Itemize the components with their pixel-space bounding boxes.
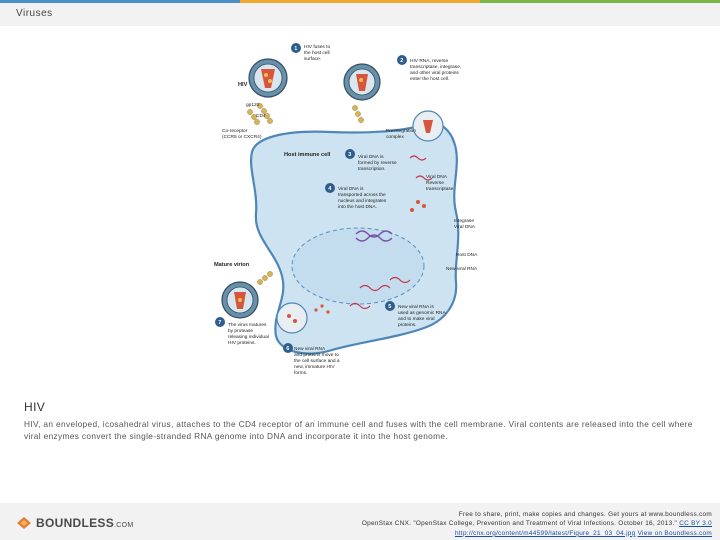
label-reverse-transcriptase: Reverse transcriptase xyxy=(426,180,454,192)
label-coreceptor: Co-receptor (CCR5 or CXCR4) xyxy=(222,128,262,140)
step-marker-1: 1 xyxy=(291,43,301,53)
label-host-cell: Host immune cell xyxy=(284,152,331,158)
footer-bar xyxy=(0,503,720,540)
step-1-text: HIV fuses to the host cell surface. xyxy=(304,44,331,62)
hiv-virion-fusing xyxy=(412,110,444,142)
viral-rna-strands xyxy=(349,155,433,310)
source-url-link[interactable]: http://cnx.org/content/m44599/latest/Fig… xyxy=(454,529,636,537)
page-title: Viruses xyxy=(16,8,53,19)
hiv-virion-2 xyxy=(343,63,381,101)
caption-text: HIV, an enveloped, icosahedral virus, at… xyxy=(24,419,693,442)
svg-text:7: 7 xyxy=(218,320,221,326)
svg-text:4: 4 xyxy=(328,186,332,192)
accent-stripe-orange xyxy=(240,0,480,3)
step-marker-4: 4 xyxy=(325,183,335,193)
attribution-line-3: http://cnx.org/content/m44599/latest/Fig… xyxy=(292,529,712,538)
host-dna xyxy=(355,230,393,242)
attribution: Free to share, print, make copies and ch… xyxy=(292,510,712,538)
accent-stripe-green xyxy=(480,0,720,3)
label-preintegration: Preintegration complex xyxy=(386,128,417,140)
label-viral-dna: Viral DNA xyxy=(426,174,448,180)
license-link[interactable]: CC BY 3.0 xyxy=(679,520,712,528)
step-3-text: Viral DNA is formed by reverse transcrip… xyxy=(358,154,398,172)
label-host-dna: Host DNA xyxy=(456,252,478,258)
hiv-virion-1 xyxy=(248,58,288,98)
logo-text: BOUNDLESS.COM xyxy=(36,516,134,530)
label-hiv: HIV xyxy=(238,82,248,88)
label-integrase: Integrase xyxy=(454,218,474,224)
step-marker-5: 5 xyxy=(385,301,395,311)
step-6-text: New viral RNA and proteins move to the c… xyxy=(294,346,341,376)
view-on-boundless-link[interactable]: View on Boundless.com xyxy=(637,529,712,537)
svg-text:1: 1 xyxy=(294,46,297,52)
accent-stripe-blue xyxy=(0,0,240,3)
label-viral-dna-2: Viral DNA xyxy=(454,224,476,230)
mature-virion xyxy=(221,281,259,319)
step-4-text: Viral DNA is transported across the nucl… xyxy=(338,186,388,210)
viral-proteins xyxy=(314,200,426,314)
svg-text:2: 2 xyxy=(400,58,403,64)
label-gp120: gp120 xyxy=(246,102,260,108)
attribution-line-2: OpenStax CNX. "OpenStax College, Prevent… xyxy=(361,520,712,528)
step-marker-7: 7 xyxy=(215,317,225,327)
hiv-lifecycle-figure: 1 2 3 4 5 6 7 HIV fuses to the host cell… xyxy=(210,38,490,388)
label-mature-virion: Mature virion xyxy=(214,262,250,268)
svg-text:6: 6 xyxy=(286,346,289,352)
hiv-lifecycle-diagram: 1 2 3 4 5 6 7 HIV fuses to the host cell… xyxy=(214,43,478,376)
boundless-logo-icon xyxy=(17,517,31,529)
svg-text:5: 5 xyxy=(388,304,391,310)
boundless-logo[interactable]: BOUNDLESS.COM xyxy=(16,516,134,530)
svg-text:3: 3 xyxy=(348,152,351,158)
header-bar xyxy=(0,0,720,26)
label-cd4: CD4 xyxy=(256,113,266,119)
caption-title: HIV xyxy=(24,400,46,414)
budding-virion xyxy=(276,302,308,334)
step-marker-3: 3 xyxy=(345,149,355,159)
step-marker-2: 2 xyxy=(397,55,407,65)
step-marker-6: 6 xyxy=(283,343,293,353)
step-5-text: New viral RNA is used as genomic RNA and… xyxy=(398,304,447,328)
nucleus xyxy=(291,227,425,305)
attribution-line-1: Free to share, print, make copies and ch… xyxy=(458,511,712,518)
cd4-receptors xyxy=(247,103,364,285)
label-new-viral-rna: New viral RNA xyxy=(446,266,478,272)
step-7-text: The virus matures by protease releasing … xyxy=(228,322,270,346)
step-2-text: HIV RNA, reverse transcriptase, integras… xyxy=(410,58,463,82)
